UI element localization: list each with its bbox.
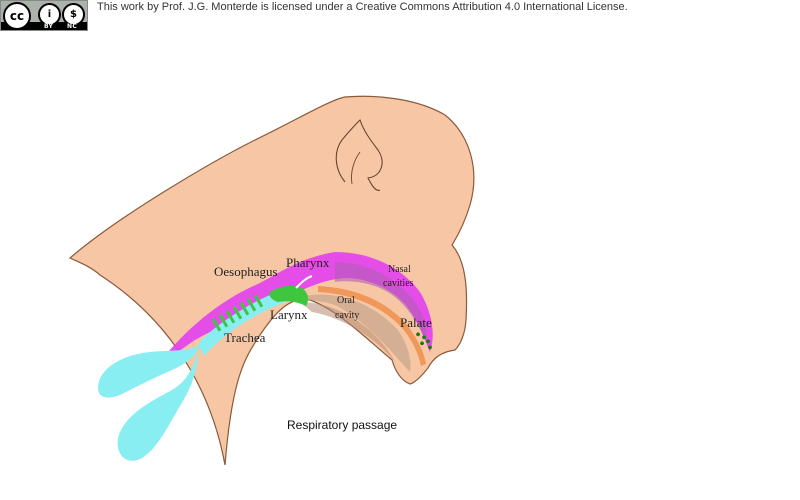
- palate: [318, 286, 426, 366]
- trachea-tube: [198, 288, 292, 356]
- cc-icon: cc: [3, 2, 31, 30]
- label-pharynx: Pharynx: [286, 255, 330, 270]
- label-oesophagus: Oesophagus: [214, 264, 278, 279]
- cc-license-badge[interactable]: cc i $ BY NC: [0, 0, 88, 31]
- diagram-caption: Respiratory passage: [287, 418, 398, 432]
- ear-outline: [335, 118, 383, 191]
- label-trachea: Trachea: [224, 330, 266, 345]
- license-text: This work by Prof. J.G. Monterde is lice…: [97, 1, 628, 13]
- label-larynx: Larynx: [270, 307, 308, 322]
- trachea-rings: [211, 294, 264, 332]
- oral-cavity: [295, 294, 411, 372]
- label-nasal-2: cavities: [383, 278, 414, 289]
- ear-inner: [351, 151, 361, 185]
- label-oral-2: cavity: [335, 310, 359, 321]
- label-nasal-1: Nasal: [388, 264, 411, 275]
- label-palate: Palate: [400, 315, 432, 330]
- badge-by-label: BY: [44, 23, 54, 30]
- epiglottis: [295, 275, 313, 289]
- attribution-icon: i: [38, 3, 61, 26]
- lung-upper: [98, 345, 200, 398]
- noncommercial-icon: $: [62, 3, 85, 26]
- lung-lower: [117, 350, 198, 461]
- larynx: [269, 285, 309, 306]
- label-oral-1: Oral: [337, 295, 355, 306]
- nasal-cavity-shade: [335, 262, 427, 342]
- tongue-shading: [300, 302, 395, 362]
- palate-dots: [416, 332, 432, 350]
- badge-nc-label: NC: [67, 23, 78, 30]
